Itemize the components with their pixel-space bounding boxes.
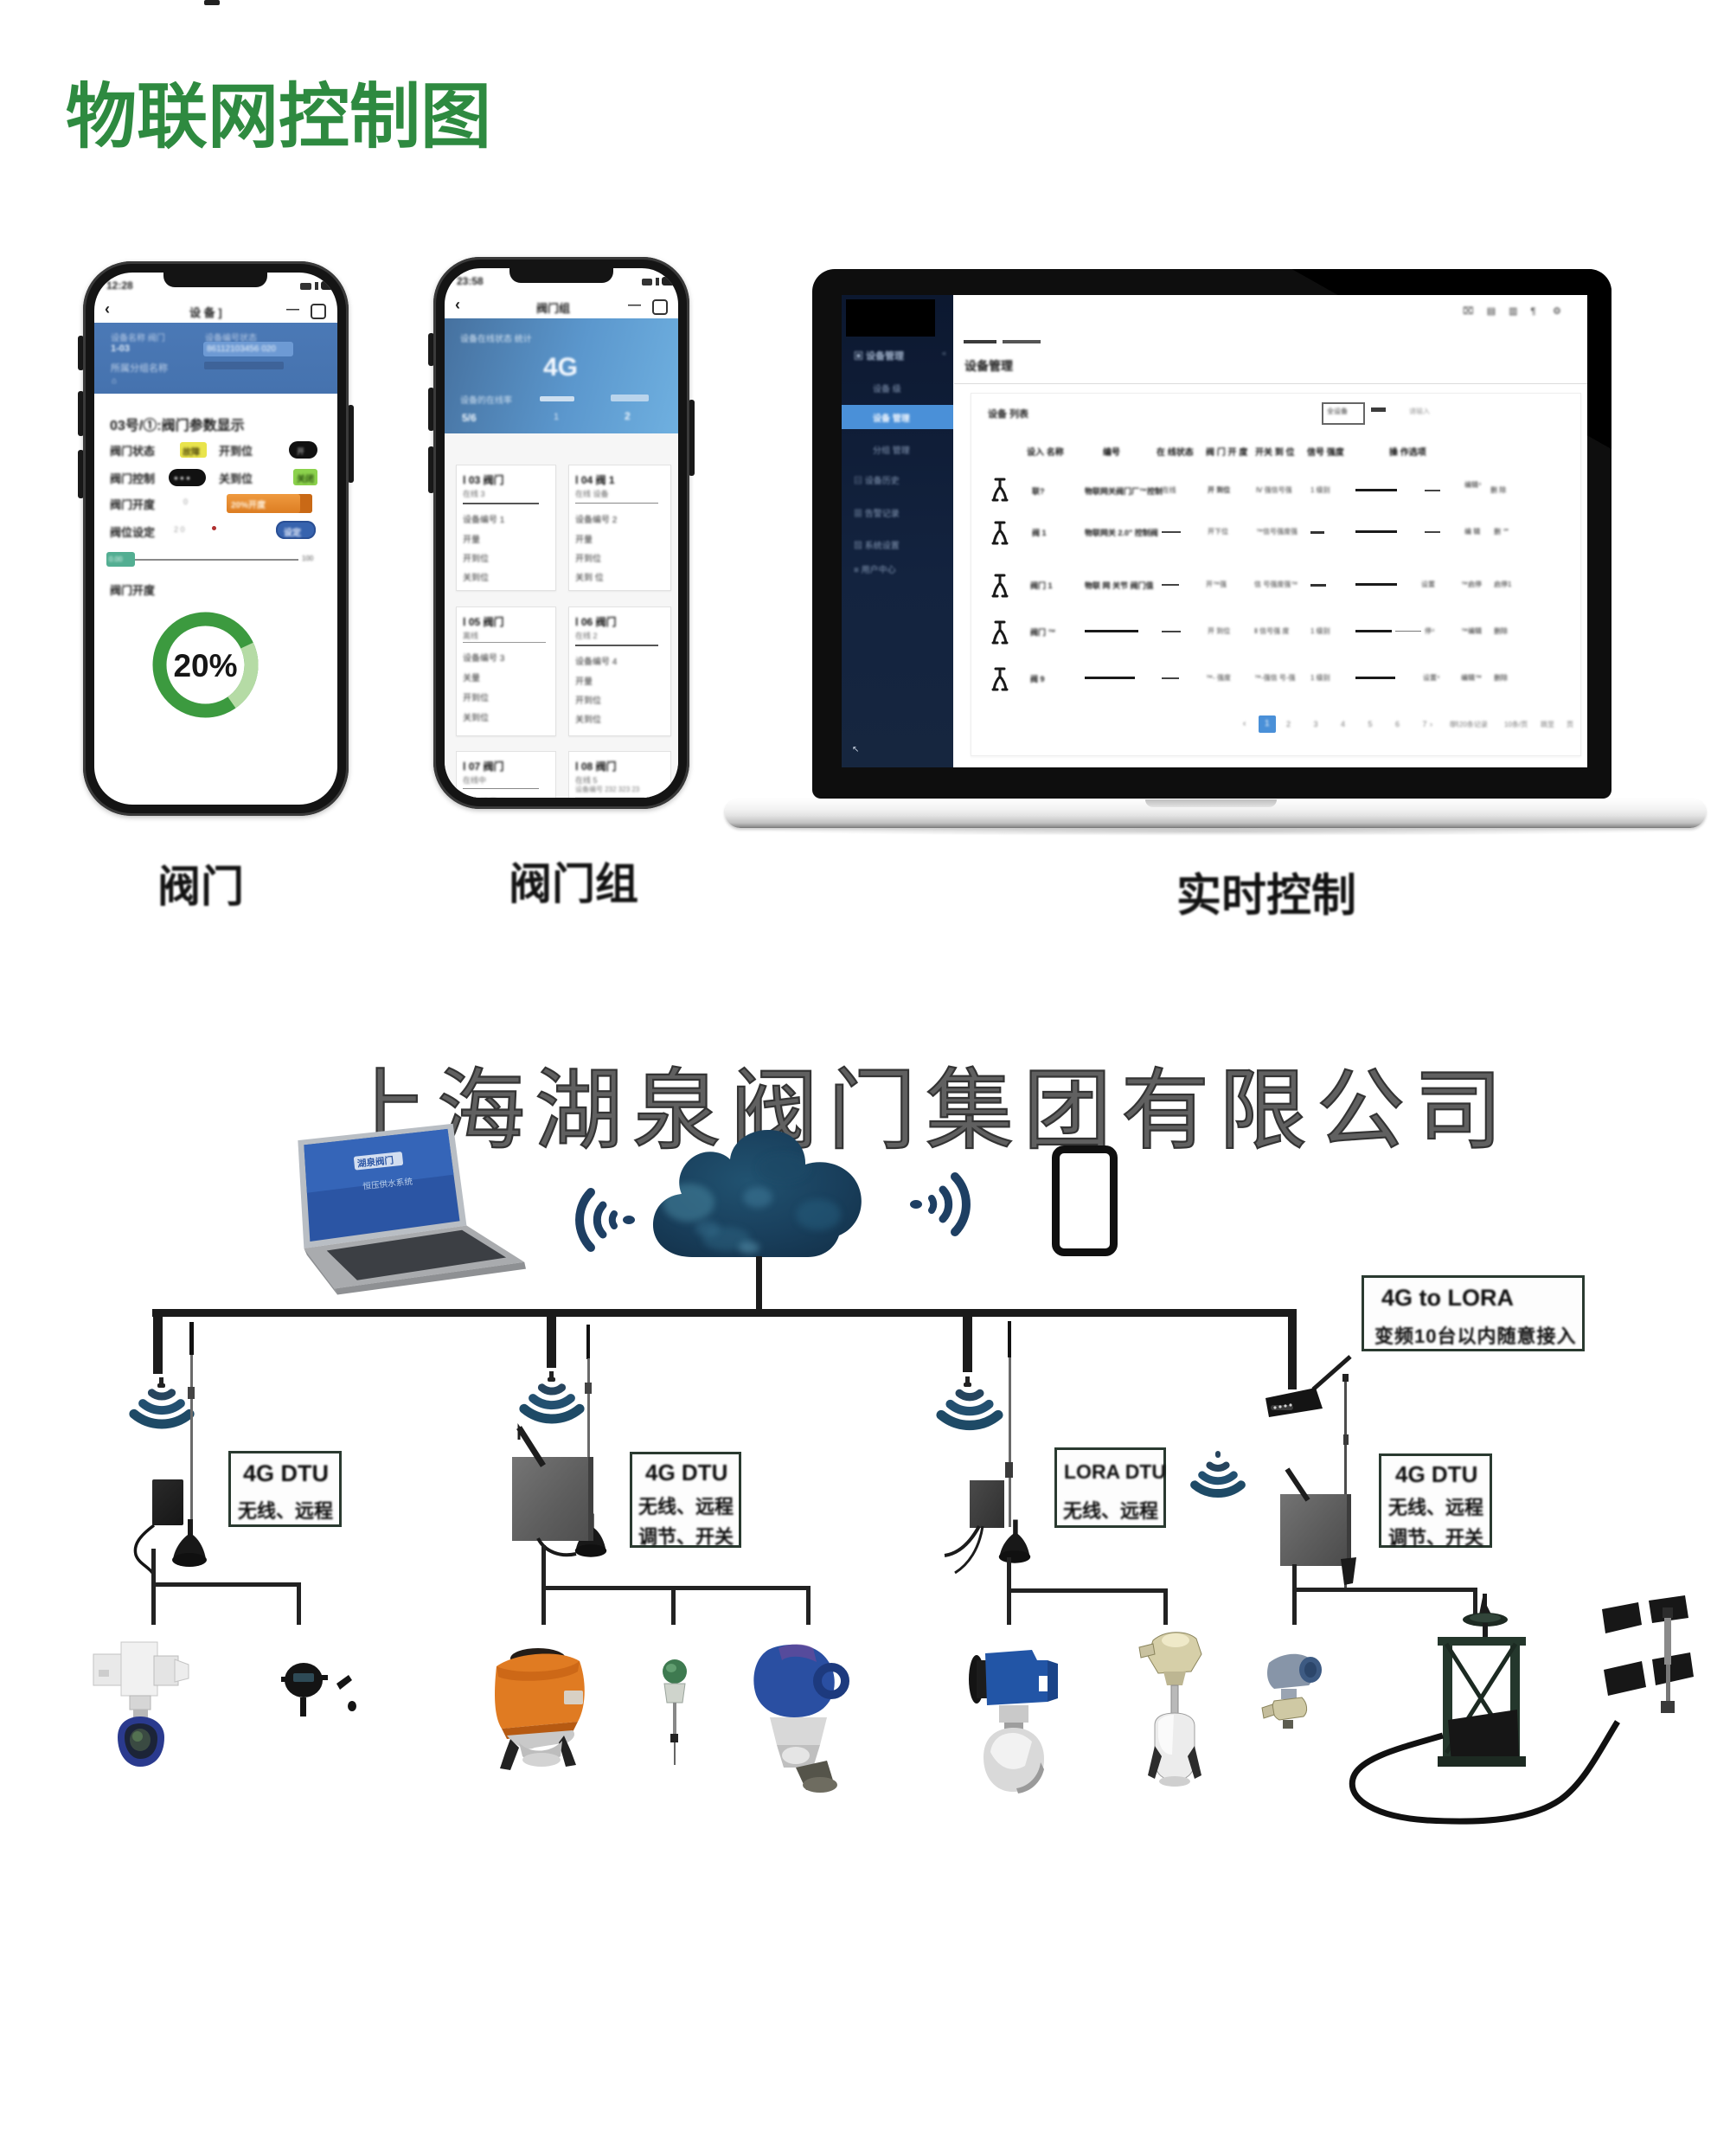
svg-text:20%: 20% bbox=[173, 648, 237, 683]
svg-text:湖泉阀门: 湖泉阀门 bbox=[356, 1154, 394, 1169]
